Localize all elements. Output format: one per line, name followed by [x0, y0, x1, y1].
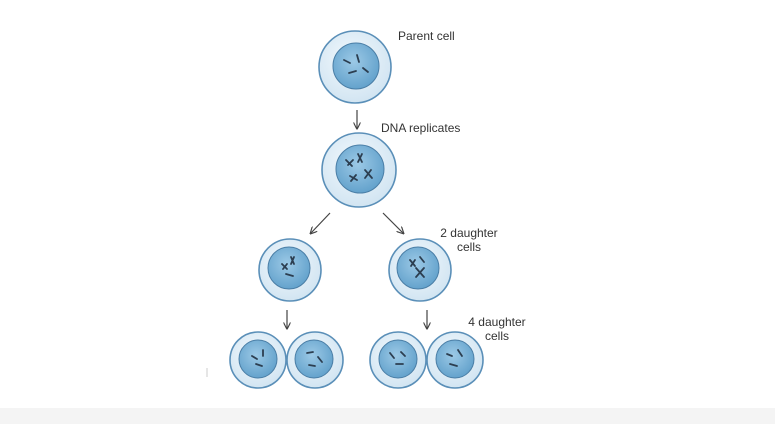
- daughter-cell-left: [258, 238, 322, 302]
- daughter-left-nucleus: [267, 246, 311, 290]
- parent-cell: [318, 30, 392, 104]
- label-two-daughter: 2 daughter cells: [434, 226, 504, 254]
- granddaughter-cell-1: [229, 331, 287, 389]
- label-parent-cell: Parent cell: [398, 29, 455, 43]
- label-dna-replicates: DNA replicates: [381, 121, 461, 135]
- granddaughter-cell-2: [286, 331, 344, 389]
- granddaughter-cell-4: [426, 331, 484, 389]
- label-four-daughter: 4 daughter cells: [462, 315, 532, 343]
- replicated-chromosomes: [345, 153, 373, 182]
- arrow-right-diag: [382, 212, 403, 233]
- bottom-band: [0, 408, 775, 424]
- daughter-right-chromosomes: [409, 256, 425, 278]
- label-four-daughter-line2: cells: [484, 329, 509, 343]
- parent-nucleus: [332, 42, 380, 90]
- granddaughter-cell-3: [369, 331, 427, 389]
- label-two-daughter-line1: 2 daughter: [440, 226, 498, 240]
- label-four-daughter-line1: 4 daughter: [468, 315, 526, 329]
- arrow-left-diag: [311, 212, 331, 233]
- label-two-daughter-line2: cells: [456, 240, 481, 254]
- replicated-cell: [321, 132, 397, 208]
- daughter-right-nucleus: [396, 246, 440, 290]
- daughter-left-chromosomes: [281, 256, 295, 277]
- daughter-cell-right: [388, 238, 452, 302]
- replicated-nucleus: [335, 144, 385, 194]
- parent-chromosomes: [343, 54, 369, 74]
